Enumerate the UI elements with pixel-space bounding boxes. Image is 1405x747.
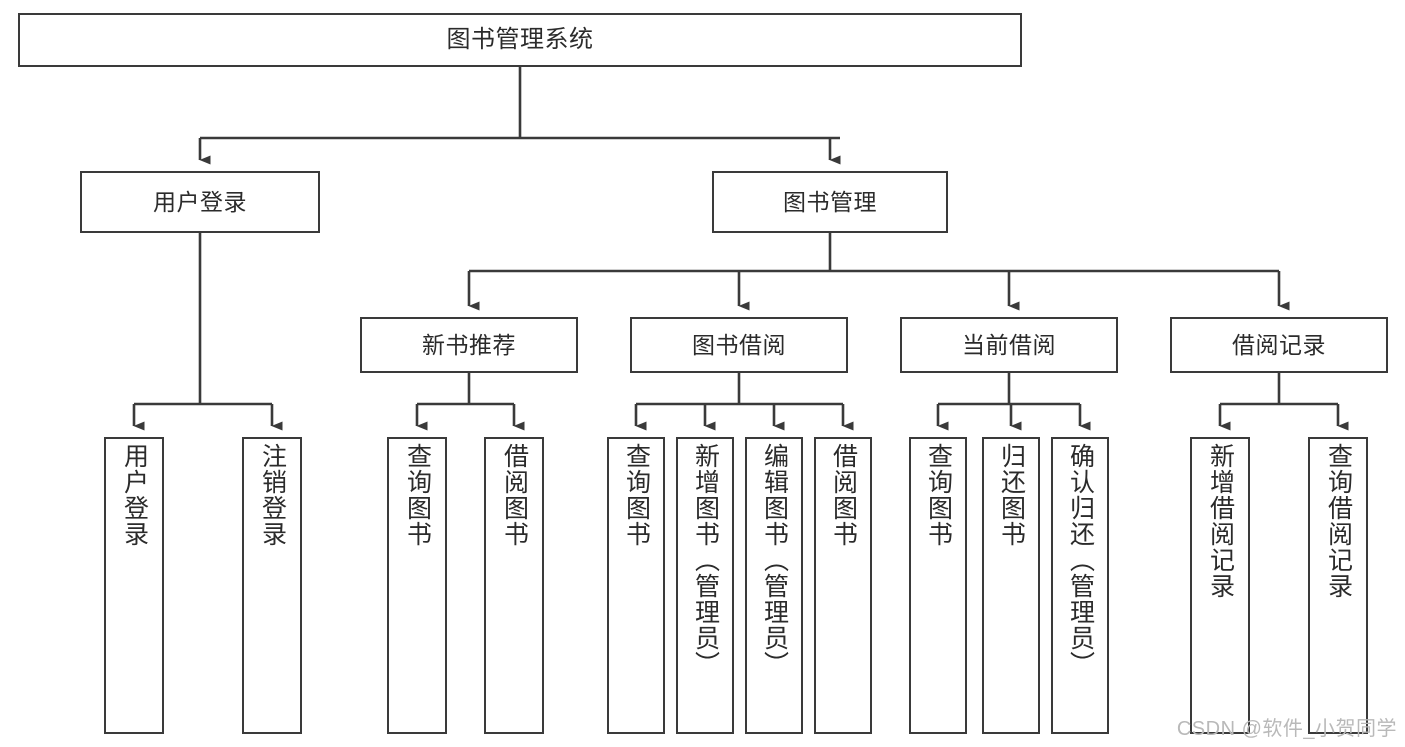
node-leaf-confirm-return[interactable]: 确认归还（管理员） [1051,437,1109,734]
node-leaf-add-record[interactable]: 新增借阅记录 [1190,437,1250,734]
node-leaf-add-book[interactable]: 新增图书（管理员） [676,437,734,734]
node-new-book-rec[interactable]: 新书推荐 [360,317,578,373]
node-book-manage[interactable]: 图书管理 [712,171,948,233]
node-current-borrow[interactable]: 当前借阅 [900,317,1118,373]
node-label: 借阅记录 [1232,331,1326,358]
node-label: 借阅图书 [500,443,529,547]
node-label: 编辑图书（管理员） [760,443,789,677]
node-label: 新书推荐 [422,331,516,358]
node-label: 图书管理 [783,188,877,215]
node-book-borrow[interactable]: 图书借阅 [630,317,848,373]
node-label: 当前借阅 [962,331,1056,358]
node-label: 查询图书 [622,443,651,547]
node-leaf-borrow-book-1[interactable]: 借阅图书 [484,437,544,734]
node-label: 查询图书 [924,443,953,547]
node-leaf-edit-book[interactable]: 编辑图书（管理员） [745,437,803,734]
node-label: 用户登录 [120,443,149,547]
node-label: 归还图书 [997,443,1026,547]
node-label: 用户登录 [153,188,247,215]
node-label: 新增借阅记录 [1206,443,1235,599]
node-leaf-user-login[interactable]: 用户登录 [104,437,164,734]
node-label: 确认归还（管理员） [1066,443,1095,677]
csdn-watermark: CSDN @软件_小贺同学 [1176,718,1397,740]
node-leaf-borrow-book-2[interactable]: 借阅图书 [814,437,872,734]
node-user-login[interactable]: 用户登录 [80,171,320,233]
node-borrow-record[interactable]: 借阅记录 [1170,317,1388,373]
node-leaf-query-book-3[interactable]: 查询图书 [909,437,967,734]
node-label: 查询图书 [403,443,432,547]
node-label: 借阅图书 [829,443,858,547]
node-label: 图书借阅 [692,331,786,358]
node-label: 图书管理系统 [446,26,594,54]
node-leaf-logout[interactable]: 注销登录 [242,437,302,734]
node-root[interactable]: 图书管理系统 [18,13,1022,67]
node-label: 注销登录 [258,443,287,547]
node-label: 新增图书（管理员） [691,443,720,677]
node-label: 查询借阅记录 [1324,443,1353,599]
node-leaf-query-book-1[interactable]: 查询图书 [387,437,447,734]
node-leaf-return-book[interactable]: 归还图书 [982,437,1040,734]
node-leaf-query-record[interactable]: 查询借阅记录 [1308,437,1368,734]
node-leaf-query-book-2[interactable]: 查询图书 [607,437,665,734]
